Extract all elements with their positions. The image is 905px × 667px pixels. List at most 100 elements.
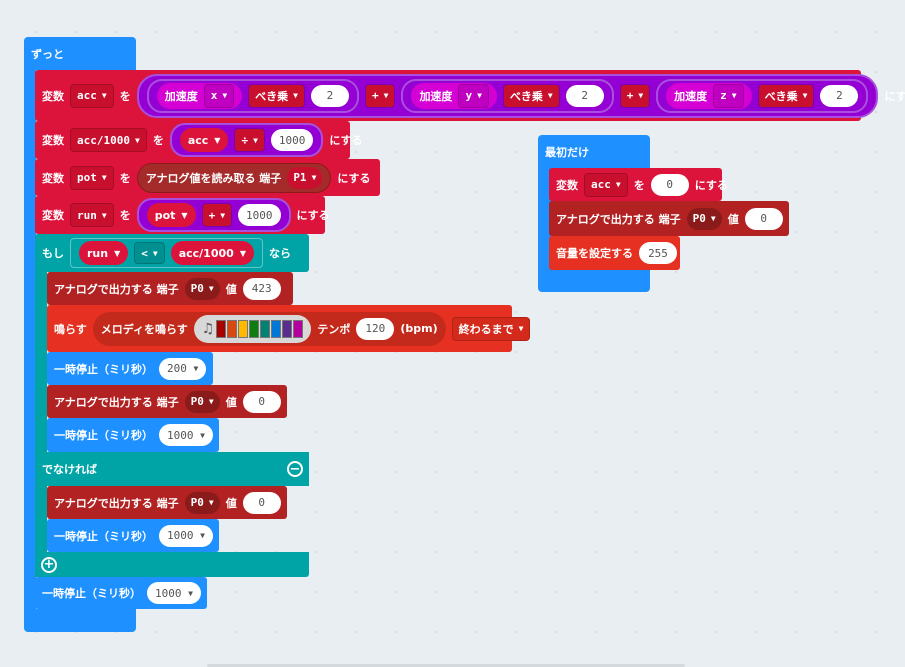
melody-editor[interactable]: ♫ xyxy=(193,314,312,343)
pause-block[interactable]: 一時停止（ミリ秒） 1000 ▼ xyxy=(47,519,219,552)
pow-label: べき乗 xyxy=(509,89,543,103)
var-dropdown[interactable]: acc ▼ xyxy=(584,172,628,197)
op-dropdown[interactable]: +▼ xyxy=(201,203,233,227)
melody-note-cell xyxy=(260,319,271,338)
pause-dropdown[interactable]: 1000 ▼ xyxy=(159,424,213,446)
add-expression[interactable]: pot▼+▼1000 xyxy=(136,198,291,232)
run-variable[interactable]: run▼ xyxy=(79,241,129,265)
accel-label: 加速度 xyxy=(674,89,708,103)
exponent-input[interactable]: 2 xyxy=(820,84,859,107)
analog-write-block[interactable]: アナログで出力する 端子 P0▼ 値 0 xyxy=(549,201,789,236)
compare-expression[interactable]: run▼ <▼ acc/1000▼ xyxy=(70,238,263,268)
divisor-input[interactable]: 1000 xyxy=(270,129,314,151)
value-input[interactable]: 0 xyxy=(744,207,783,230)
pot-variable[interactable]: pot▼ xyxy=(146,203,196,227)
value-input[interactable]: 0 xyxy=(242,491,281,514)
value-label: 値 xyxy=(727,212,739,226)
pause-block[interactable]: 一時停止（ミリ秒） 200 ▼ xyxy=(47,352,213,385)
op-dropdown[interactable]: ÷▼ xyxy=(234,128,265,152)
axis-dropdown[interactable]: x▼ xyxy=(203,83,235,108)
var-dropdown[interactable]: pot▼ xyxy=(70,165,114,190)
var-name: acc xyxy=(591,178,611,191)
if-block[interactable]: もし run▼ <▼ acc/1000▼ なら xyxy=(35,234,309,272)
forever-block[interactable]: ずっと xyxy=(24,37,136,70)
var-name: acc xyxy=(77,89,97,102)
pause-dropdown[interactable]: 1000 ▼ xyxy=(147,582,201,604)
pin-dropdown[interactable]: P0▼ xyxy=(184,390,220,413)
pin-dropdown[interactable]: P0▼ xyxy=(686,207,722,230)
compare-op-dropdown[interactable]: <▼ xyxy=(134,242,165,264)
analog-write-block[interactable]: アナログで出力する 端子 P0▼ 値 0 xyxy=(47,486,287,519)
acc1000-variable[interactable]: acc/1000▼ xyxy=(170,241,254,265)
exponent-input[interactable]: 2 xyxy=(310,84,349,107)
value-input[interactable]: 0 xyxy=(650,173,689,196)
var-label: 変数 xyxy=(42,134,64,147)
var-dropdown[interactable]: acc ▼ xyxy=(70,83,114,108)
play-mode-dropdown[interactable]: 終わるまで▼ xyxy=(451,316,531,341)
addend-input[interactable]: 1000 xyxy=(238,204,281,226)
caret-icon: ▼ xyxy=(114,248,121,258)
set-volume-block[interactable]: 音量を設定する 255 xyxy=(549,236,680,270)
plus-icon[interactable]: + xyxy=(41,556,57,573)
else-label: でなければ xyxy=(42,463,97,476)
caret-icon: ▼ xyxy=(214,135,221,145)
set-run-block[interactable]: 変数 run▼ を pot▼+▼1000 にする xyxy=(35,196,330,234)
axis-dropdown[interactable]: y▼ xyxy=(458,83,489,108)
analog-write-block[interactable]: アナログで出力する 端子 P0▼ 値 0 xyxy=(47,385,287,418)
set-acc-block[interactable]: 変数 acc▼ を 0 にする xyxy=(549,168,728,201)
divide-expression[interactable]: acc▼÷▼1000 xyxy=(169,123,324,157)
pause-block[interactable]: 一時停止（ミリ秒） 1000 ▼ xyxy=(47,418,219,452)
pause-dropdown[interactable]: 1000 ▼ xyxy=(159,524,213,547)
set-acc1000-block[interactable]: 変数 acc/1000▼ を acc▼÷▼1000 にする xyxy=(35,121,363,159)
analog-write-label: アナログで出力する 端子 xyxy=(54,496,179,510)
pin-value: P0 xyxy=(190,282,204,295)
volume-input[interactable]: 255 xyxy=(639,242,677,264)
pow-dropdown[interactable]: べき乗▼ xyxy=(757,83,815,108)
pow-z-expression[interactable]: 加速度 z▼ べき乗▼2 xyxy=(656,78,869,113)
pow-dropdown[interactable]: べき乗▼ xyxy=(502,83,560,108)
plus-dropdown[interactable]: +▼ xyxy=(619,83,651,108)
caret-icon: ▼ xyxy=(134,135,140,145)
value-input[interactable]: 423 xyxy=(242,277,281,300)
play-melody-block[interactable]: 鳴らす メロディを鳴らす ♫ テンポ 120 (bpm) 終わるまで▼ xyxy=(47,305,531,352)
melody-block[interactable]: メロディを鳴らす ♫ テンポ 120 (bpm) xyxy=(92,311,446,346)
var-dropdown[interactable]: acc/1000▼ xyxy=(70,128,147,152)
forever-footer xyxy=(24,609,136,632)
pow-dropdown[interactable]: べき乗▼ xyxy=(248,83,305,108)
forever-arm xyxy=(24,68,36,613)
accel-z[interactable]: 加速度 z▼ xyxy=(666,82,752,109)
volume-label: 音量を設定する xyxy=(556,247,633,260)
pin-dropdown[interactable]: P0▼ xyxy=(184,277,220,300)
minus-icon[interactable]: − xyxy=(287,461,303,477)
acc-variable[interactable]: acc▼ xyxy=(179,128,229,152)
else-header[interactable]: でなければ − xyxy=(35,452,309,486)
caret-icon: ▼ xyxy=(101,91,107,100)
tempo-input[interactable]: 120 xyxy=(356,317,395,340)
if-arm xyxy=(35,270,47,577)
exponent-input[interactable]: 2 xyxy=(565,84,604,107)
pin-value: P1 xyxy=(293,171,307,184)
caret-icon: ▼ xyxy=(615,180,621,189)
axis-dropdown[interactable]: z▼ xyxy=(713,83,744,108)
pause-dropdown[interactable]: 200 ▼ xyxy=(159,357,207,380)
value-input[interactable]: 0 xyxy=(242,390,281,413)
value-label: 値 xyxy=(225,282,237,296)
var-dropdown[interactable]: run▼ xyxy=(70,203,114,227)
value-label: 値 xyxy=(225,496,237,510)
pin-dropdown[interactable]: P1▼ xyxy=(287,166,323,189)
analog-write-block[interactable]: アナログで出力する 端子 P0▼ 値 423 xyxy=(47,272,293,305)
horizontal-scrollbar[interactable] xyxy=(207,664,685,667)
pause-value: 1000 xyxy=(167,529,194,542)
on-start-block[interactable]: 最初だけ xyxy=(538,135,650,168)
pause-block[interactable]: 一時停止（ミリ秒） 1000 ▼ xyxy=(35,577,207,609)
plus-dropdown[interactable]: +▼ xyxy=(364,83,396,108)
pin-dropdown[interactable]: P0▼ xyxy=(184,491,220,514)
